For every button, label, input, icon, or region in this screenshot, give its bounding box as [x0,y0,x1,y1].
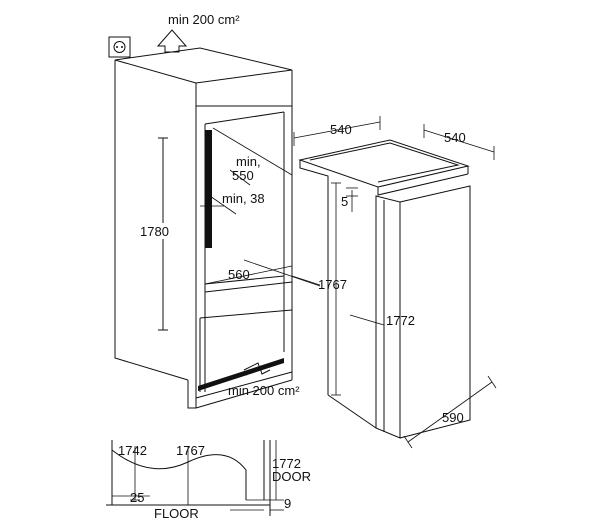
detail-door-label: DOOR [272,469,311,484]
airflow-arrow-icon [156,29,188,53]
refrigerator-appliance [298,139,471,439]
detail-1767-label: 1767 [176,443,205,458]
dimension-min-550 [212,127,293,186]
leader-1767 [291,275,321,286]
detail-floor-label: FLOOR [154,506,199,521]
detail-25-label: 25 [130,490,144,505]
detail-section [106,440,284,516]
detail-9-label: 9 [284,496,291,511]
appliance-depth-label: 590 [442,410,464,425]
niche-width-label: 560 [228,267,250,282]
airflow-arrow-bottom-icon [243,362,271,376]
dimension-5 [346,187,358,212]
vent-slot-rear [205,130,212,248]
dimension-590 [403,375,497,449]
niche-depth-label: 540 [330,122,352,137]
appliance-height-label: 1772 [386,313,415,328]
gap-min-label: min, 38 [222,191,265,206]
detail-1742-label: 1742 [118,443,147,458]
detail-1772-label: 1772 [272,456,301,471]
dimension-540-appliance [423,124,495,160]
niche-min-label-2: 550 [232,168,254,183]
vent-top-label: min 200 cm² [168,12,240,27]
dimension-1772 [331,182,385,396]
vent-slot-bottom [198,358,284,391]
kitchen-cabinet [114,47,293,409]
appliance-width-label: 540 [444,130,466,145]
dimension-min-38 [200,195,237,215]
dimension-540-niche [293,116,381,146]
power-socket-icon [108,36,131,58]
gap-5-label: 5 [341,194,348,209]
dimension-1780 [138,137,184,331]
niche-height-label: 1780 [140,224,169,239]
niche-min-label-1: min, [236,154,261,169]
dimension-560 [204,259,321,287]
vent-bottom-label: min 200 cm² [228,383,300,398]
niche-clear-height-label: 1767 [318,277,347,292]
